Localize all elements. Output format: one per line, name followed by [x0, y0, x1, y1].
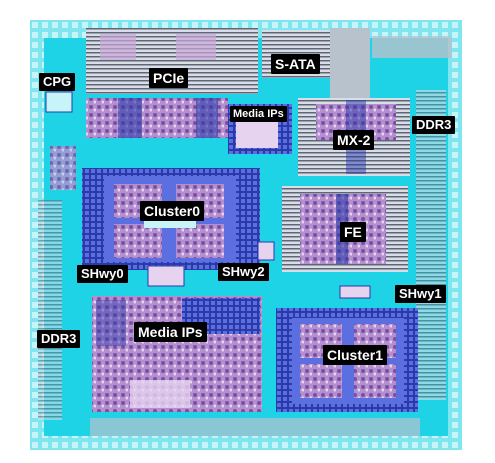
cpg-block	[45, 91, 73, 113]
label-shwy0: SHwy0	[77, 265, 128, 283]
shwy2-block	[257, 241, 275, 261]
shwy0-block	[147, 265, 185, 287]
label-sata: S-ATA	[271, 54, 320, 74]
shwy1-block	[339, 285, 371, 299]
label-pcie: PCIe	[149, 68, 189, 88]
label-shwy1: SHwy1	[395, 285, 446, 303]
label-mx2: MX-2	[333, 130, 375, 150]
label-shwy2: SHwy2	[218, 263, 269, 281]
label-media-ips-top: Media IPs	[230, 106, 287, 122]
label-ddr3-left: DDR3	[37, 330, 81, 348]
label-cpg: CPG	[39, 73, 76, 91]
ddr3-right-column	[416, 90, 446, 400]
label-fe: FE	[340, 222, 366, 242]
label-cluster1: Cluster1	[323, 345, 388, 365]
label-cluster0: Cluster0	[140, 201, 205, 221]
ddr3-left-column	[38, 200, 62, 420]
label-media-ips-bottom: Media IPs	[134, 322, 207, 342]
label-ddr3-right: DDR3	[412, 116, 456, 134]
